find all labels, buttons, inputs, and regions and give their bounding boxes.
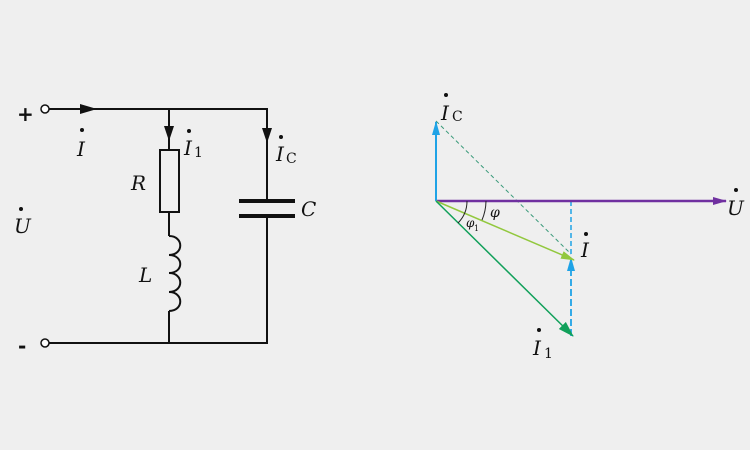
- capacitor-current-label: I: [275, 142, 285, 166]
- voltage-label-dot: [19, 207, 23, 211]
- terminal-minus-label: -: [18, 334, 26, 358]
- inductor-label: L: [138, 263, 152, 287]
- voltage-label: U: [14, 214, 32, 238]
- phi1-angle-arc: [457, 200, 468, 224]
- phi-angle-label: φ: [490, 205, 500, 221]
- resistor-label: R: [130, 171, 146, 195]
- phasor-u-label: U: [727, 196, 745, 220]
- i-phasor: [435, 200, 575, 261]
- phasor-i1-label: I: [532, 336, 542, 360]
- phasor-i1-label-dot: [537, 328, 541, 332]
- inductor-symbol: [168, 235, 182, 312]
- phasor-ic-sub: C: [452, 109, 463, 125]
- capacitor-label: C: [301, 197, 316, 221]
- phi1-angle-label: φ: [466, 216, 475, 230]
- terminal-minus: [40, 338, 50, 348]
- branch1-current-label-dot: [187, 129, 191, 133]
- terminal-plus: [40, 104, 50, 114]
- branch1-current-sub: 1: [194, 145, 203, 161]
- phi1-angle-sub: 1: [474, 224, 479, 233]
- phasor-ic-label: I: [440, 101, 450, 125]
- phasor-u-label-dot: [734, 188, 738, 192]
- total-current-arrow: [80, 104, 97, 114]
- phasor-i1-sub: 1: [544, 346, 553, 362]
- branch1-current-arrow: [164, 126, 174, 141]
- capacitor-current-label-dot: [279, 135, 283, 139]
- total-current-label: I: [76, 137, 86, 161]
- branch1-current-label: I: [183, 136, 193, 160]
- dashed-helper-ic-to-i: [435, 120, 572, 255]
- i1-phasor: [435, 200, 574, 337]
- capacitor-current-sub: C: [286, 151, 297, 167]
- phasor-ic-label-dot: [444, 93, 448, 97]
- phasor-i-label-dot: [584, 232, 588, 236]
- circuit-schematic: [40, 104, 295, 348]
- phi-angle-arc: [481, 200, 487, 221]
- total-current-label-dot: [80, 128, 84, 132]
- capacitor-current-arrow: [262, 128, 272, 143]
- terminal-plus-label: +: [17, 102, 34, 126]
- phasor-i-label: I: [580, 238, 590, 262]
- resistor-symbol: [159, 149, 180, 213]
- phasor-diagram: [432, 120, 727, 337]
